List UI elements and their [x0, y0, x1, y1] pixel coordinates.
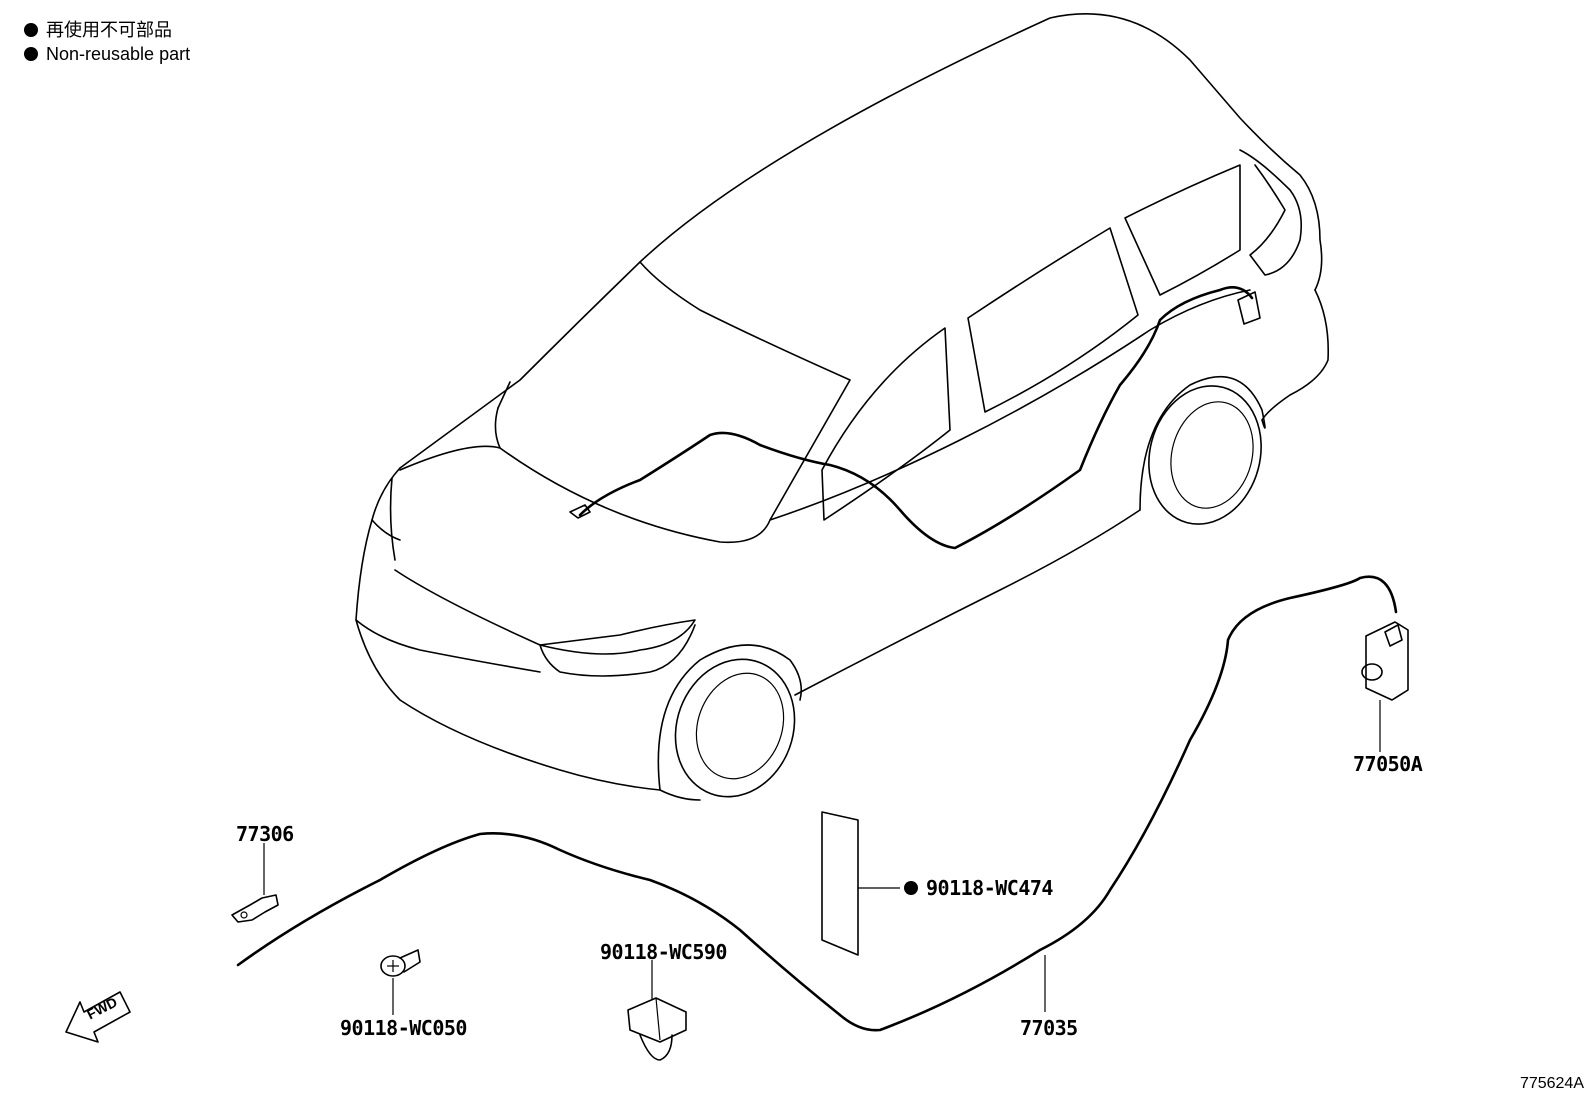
part-label-90118-WC474: 90118-WC474	[926, 876, 1053, 900]
non-reusable-dot-icon	[24, 23, 38, 37]
lever-77306	[231, 843, 279, 923]
clip-90118-WC590	[627, 960, 687, 1061]
fwd-arrow-icon	[65, 991, 131, 1043]
part-label-90118-WC050: 90118-WC050	[340, 1016, 467, 1040]
legend-english-text: Non-reusable part	[46, 44, 191, 64]
non-reusable-dot-icon	[24, 47, 38, 61]
release-lever-on-vehicle	[569, 504, 591, 519]
vehicle-outline	[355, 13, 1330, 801]
tape-90118-WC474	[821, 811, 918, 956]
bolt-90118-WC050	[380, 949, 421, 1015]
fuel-lid-cable	[236, 575, 1398, 1032]
legend: 再使用不可部品 Non-reusable part	[24, 18, 190, 66]
lid-lock-on-vehicle	[1237, 291, 1261, 325]
legend-japanese-text: 再使用不可部品	[46, 20, 172, 40]
legend-row-jp: 再使用不可部品	[24, 18, 190, 42]
cable-on-vehicle	[578, 286, 1254, 550]
non-reusable-marker	[904, 881, 918, 895]
legend-row-en: Non-reusable part	[24, 42, 190, 66]
part-label-77050A: 77050A	[1353, 752, 1423, 776]
part-label-77035: 77035	[1020, 1016, 1078, 1040]
part-label-77306: 77306	[236, 822, 294, 846]
part-label-90118-WC590: 90118-WC590	[600, 940, 727, 964]
diagram-id: 775624A	[1519, 1075, 1584, 1092]
lock-77050A	[1361, 621, 1409, 752]
